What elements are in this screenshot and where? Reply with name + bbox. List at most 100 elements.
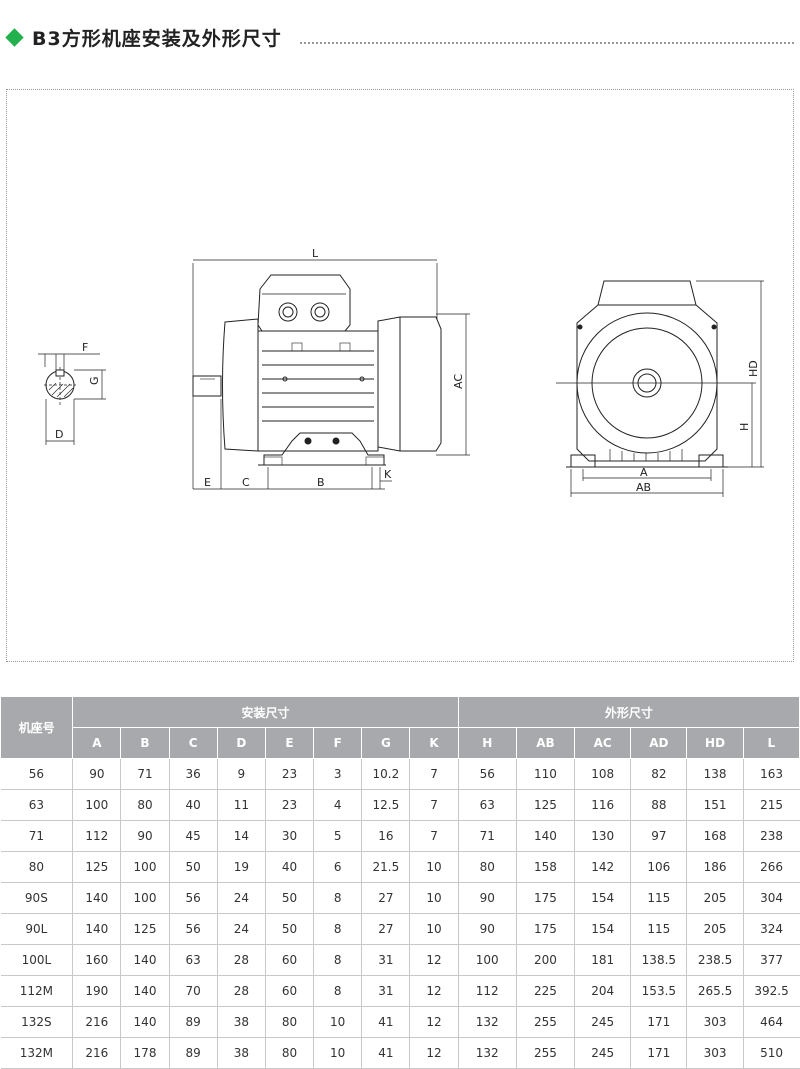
label-F: F (82, 341, 88, 354)
frame-size-cell: 132S (0, 1006, 74, 1038)
table-cell: 464 (742, 1006, 800, 1038)
table-cell: 41 (361, 1006, 411, 1038)
section-header: B3方形机座安装及外形尺寸 (0, 0, 800, 60)
column-header: L (742, 727, 800, 759)
table-cell: 8 (313, 882, 363, 914)
table-cell: 12 (409, 1037, 459, 1069)
motor-front-view (556, 280, 764, 497)
table-cell: 510 (742, 1037, 800, 1069)
table-cell: 31 (361, 975, 411, 1007)
table-cell: 205 (686, 882, 744, 914)
table-cell: 8 (313, 975, 363, 1007)
table-cell: 140 (120, 1006, 170, 1038)
table-cell: 71 (457, 820, 517, 852)
table-cell: 38 (216, 1037, 266, 1069)
table-cell: 142 (574, 851, 632, 883)
table-cell: 132 (457, 1006, 517, 1038)
shaft-section (38, 353, 106, 445)
table-cell: 225 (515, 975, 576, 1007)
table-cell: 28 (216, 975, 266, 1007)
table-cell: 190 (72, 975, 122, 1007)
table-cell: 60 (264, 975, 315, 1007)
section-title: B3方形机座安装及外形尺寸 (32, 28, 282, 50)
table-cell: 130 (574, 820, 632, 852)
frame-size-header: 机座号 (0, 696, 74, 759)
column-header: HD (686, 727, 744, 759)
table-cell: 80 (120, 789, 170, 821)
table-cell: 50 (168, 851, 218, 883)
table-cell: 24 (216, 913, 266, 945)
frame-size-cell: 100L (0, 944, 74, 976)
table-cell: 8 (313, 913, 363, 945)
table-cell: 88 (630, 789, 688, 821)
label-E: E (204, 476, 211, 489)
table-cell: 238 (742, 820, 800, 852)
table-cell: 4 (313, 789, 363, 821)
frame-size-cell: 63 (0, 789, 74, 821)
table-cell: 377 (742, 944, 800, 976)
table-cell: 8 (313, 944, 363, 976)
table-cell: 27 (361, 913, 411, 945)
table-cell: 160 (72, 944, 122, 976)
column-header: H (457, 727, 517, 759)
table-cell: 30 (264, 820, 315, 852)
table-cell: 151 (686, 789, 744, 821)
column-header: AB (515, 727, 576, 759)
table-cell: 140 (515, 820, 576, 852)
table-cell: 14 (216, 820, 266, 852)
column-header: D (216, 727, 266, 759)
table-cell: 56 (457, 758, 517, 790)
column-header: K (409, 727, 459, 759)
table-cell: 175 (515, 913, 576, 945)
table-cell: 125 (120, 913, 170, 945)
table-cell: 80 (457, 851, 517, 883)
table-cell: 204 (574, 975, 632, 1007)
table-cell: 115 (630, 882, 688, 914)
drawing-frame (6, 89, 794, 662)
dimension-table: 机座号 安装尺寸 外形尺寸 A B C D E F G K H AB AC AD… (0, 696, 800, 1069)
table-cell: 10.2 (361, 758, 411, 790)
table-cell: 245 (574, 1037, 632, 1069)
table-cell: 7 (409, 820, 459, 852)
table-cell: 255 (515, 1006, 576, 1038)
table-cell: 63 (168, 944, 218, 976)
table-cell: 70 (168, 975, 218, 1007)
table-cell: 80 (264, 1006, 315, 1038)
table-cell: 168 (686, 820, 744, 852)
table-cell: 7 (409, 789, 459, 821)
table-cell: 36 (168, 758, 218, 790)
table-cell: 140 (72, 882, 122, 914)
table-cell: 24 (216, 882, 266, 914)
label-HD: HD (747, 360, 760, 377)
table-cell: 23 (264, 789, 315, 821)
diamond-bullet-icon (5, 28, 24, 47)
dotted-rule (300, 42, 794, 44)
table-cell: 38 (216, 1006, 266, 1038)
table-cell: 45 (168, 820, 218, 852)
frame-size-cell: 132M (0, 1037, 74, 1069)
column-header: AC (574, 727, 632, 759)
table-cell: 12.5 (361, 789, 411, 821)
table-cell: 6 (313, 851, 363, 883)
table-cell: 163 (742, 758, 800, 790)
table-cell: 50 (264, 882, 315, 914)
table-cell: 178 (120, 1037, 170, 1069)
table-cell: 97 (630, 820, 688, 852)
column-header: A (72, 727, 122, 759)
table-cell: 23 (264, 758, 315, 790)
motor-side-view (192, 259, 470, 490)
table-cell: 3 (313, 758, 363, 790)
table-cell: 19 (216, 851, 266, 883)
column-header-row: A B C D E F G K H AB AC AD HD L (1, 727, 800, 759)
table-cell: 12 (409, 944, 459, 976)
column-header: F (313, 727, 363, 759)
label-D: D (55, 428, 63, 441)
